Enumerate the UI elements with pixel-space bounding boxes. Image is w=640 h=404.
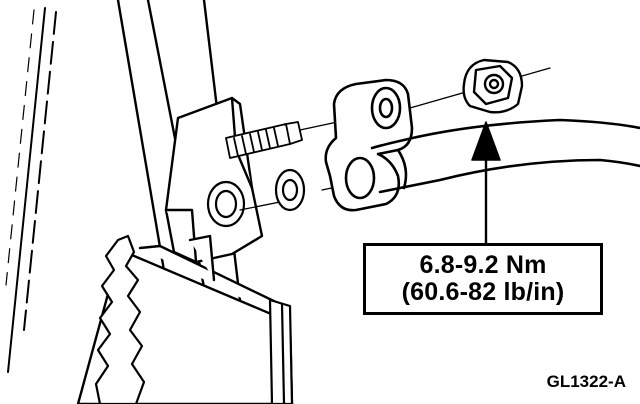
stud-bolt xyxy=(225,121,303,159)
torque-callout-box: 6.8-9.2 Nm (60.6-82 lb/in) xyxy=(363,243,603,315)
torn-edge xyxy=(94,234,146,404)
torque-imperial: (60.6-82 lb/in) xyxy=(401,278,565,306)
torque-metric: 6.8-9.2 Nm xyxy=(419,251,547,279)
washer xyxy=(274,168,306,212)
mounting-bracket xyxy=(164,96,264,264)
bracket-hole xyxy=(206,180,246,228)
callout-arrow xyxy=(471,121,501,246)
clamp xyxy=(324,78,414,212)
strap xyxy=(268,298,294,404)
figure-id: GL1322-A xyxy=(546,372,626,391)
flare-nut xyxy=(462,58,524,114)
body-edge-lines xyxy=(5,7,57,373)
tube xyxy=(370,118,640,194)
